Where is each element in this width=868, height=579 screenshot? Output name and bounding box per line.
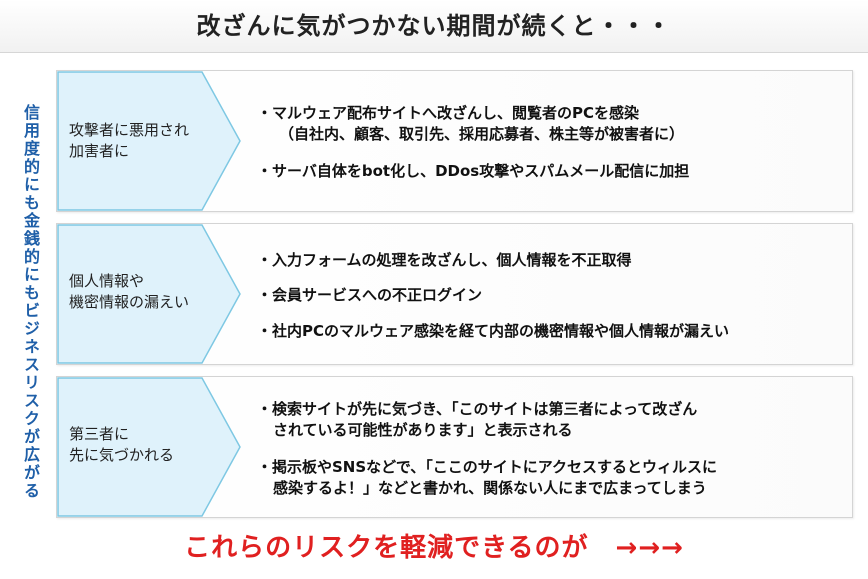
category-line: 個人情報や xyxy=(69,272,145,290)
side-label: 信用度的にも金銭的にもビジネスリスクが広がる xyxy=(21,104,40,500)
category-line: 先に気づかれる xyxy=(69,446,175,464)
category-label: 個人情報や 機密情報の漏えい xyxy=(69,271,189,313)
bullet-line: ・サーバ自体をbot化し、DDos攻撃やスパムメール配信に加担 xyxy=(257,162,690,180)
risk-row-2: 個人情報や 機密情報の漏えい ・入力フォームの処理を改ざんし、個人情報を不正取得… xyxy=(56,223,853,365)
slide-title: 改ざんに気がつかない期間が続くと・・・ xyxy=(196,12,672,40)
category-arrow-shape xyxy=(57,377,241,517)
category-line: 第三者に xyxy=(69,425,130,443)
bullet-item: ・掲示板やSNSなどで、「ここのサイトにアクセスするとウィルスに 感染するよ！」… xyxy=(257,457,717,499)
bullet-line: （自社内、顧客、取引先、採用応募者、株主等が被害者に） xyxy=(279,125,685,143)
bullet-item: ・検索サイトが先に気づき、「このサイトは第三者によって改ざん されている可能性が… xyxy=(257,399,697,441)
bullet-item: ・社内PCのマルウェア感染を経て内部の機密情報や個人情報が漏えい xyxy=(257,321,729,342)
risk-row-1: 攻撃者に悪用され 加害者に ・マルウェア配布サイトへ改ざんし、閲覧者のPCを感染… xyxy=(56,70,853,212)
category-label: 第三者に 先に気づかれる xyxy=(69,424,174,466)
category-line: 機密情報の漏えい xyxy=(69,293,190,311)
bullet-line: ・社内PCのマルウェア感染を経て内部の機密情報や個人情報が漏えい xyxy=(257,322,730,340)
risk-row-3: 第三者に 先に気づかれる ・検索サイトが先に気づき、「このサイトは第三者によって… xyxy=(56,376,853,518)
bullet-item: ・入力フォームの処理を改ざんし、個人情報を不正取得 xyxy=(257,250,632,271)
category-arrow-shape xyxy=(57,71,241,211)
bullet-line: ・会員サービスへの不正ログイン xyxy=(257,286,483,304)
bullet-line: ・入力フォームの処理を改ざんし、個人情報を不正取得 xyxy=(257,251,632,269)
bottom-callout: これらのリスクを軽減できるのが →→→ xyxy=(184,533,684,563)
bullet-item: ・会員サービスへの不正ログイン xyxy=(257,285,482,306)
bullet-item: ・マルウェア配布サイトへ改ざんし、閲覧者のPCを感染 （自社内、顧客、取引先、採… xyxy=(257,103,684,145)
bullet-line: されている可能性があります」と表示される xyxy=(273,421,573,439)
category-label: 攻撃者に悪用され 加害者に xyxy=(69,120,189,162)
bullet-line: ・掲示板やSNSなどで、「ここのサイトにアクセスするとウィルスに xyxy=(257,458,718,476)
bullet-line: ・マルウェア配布サイトへ改ざんし、閲覧者のPCを感染 xyxy=(257,104,640,122)
bullet-item: ・サーバ自体をbot化し、DDos攻撃やスパムメール配信に加担 xyxy=(257,161,689,182)
bullet-line: ・検索サイトが先に気づき、「このサイトは第三者によって改ざん xyxy=(257,400,698,418)
category-arrow-shape xyxy=(57,224,241,364)
bullet-line: 感染するよ！」などと書かれ、関係ない人にまで広まってしまう xyxy=(273,479,707,497)
category-line: 攻撃者に悪用され xyxy=(69,121,190,139)
title-bar: 改ざんに気がつかない期間が続くと・・・ xyxy=(0,0,868,53)
category-line: 加害者に xyxy=(69,142,130,160)
